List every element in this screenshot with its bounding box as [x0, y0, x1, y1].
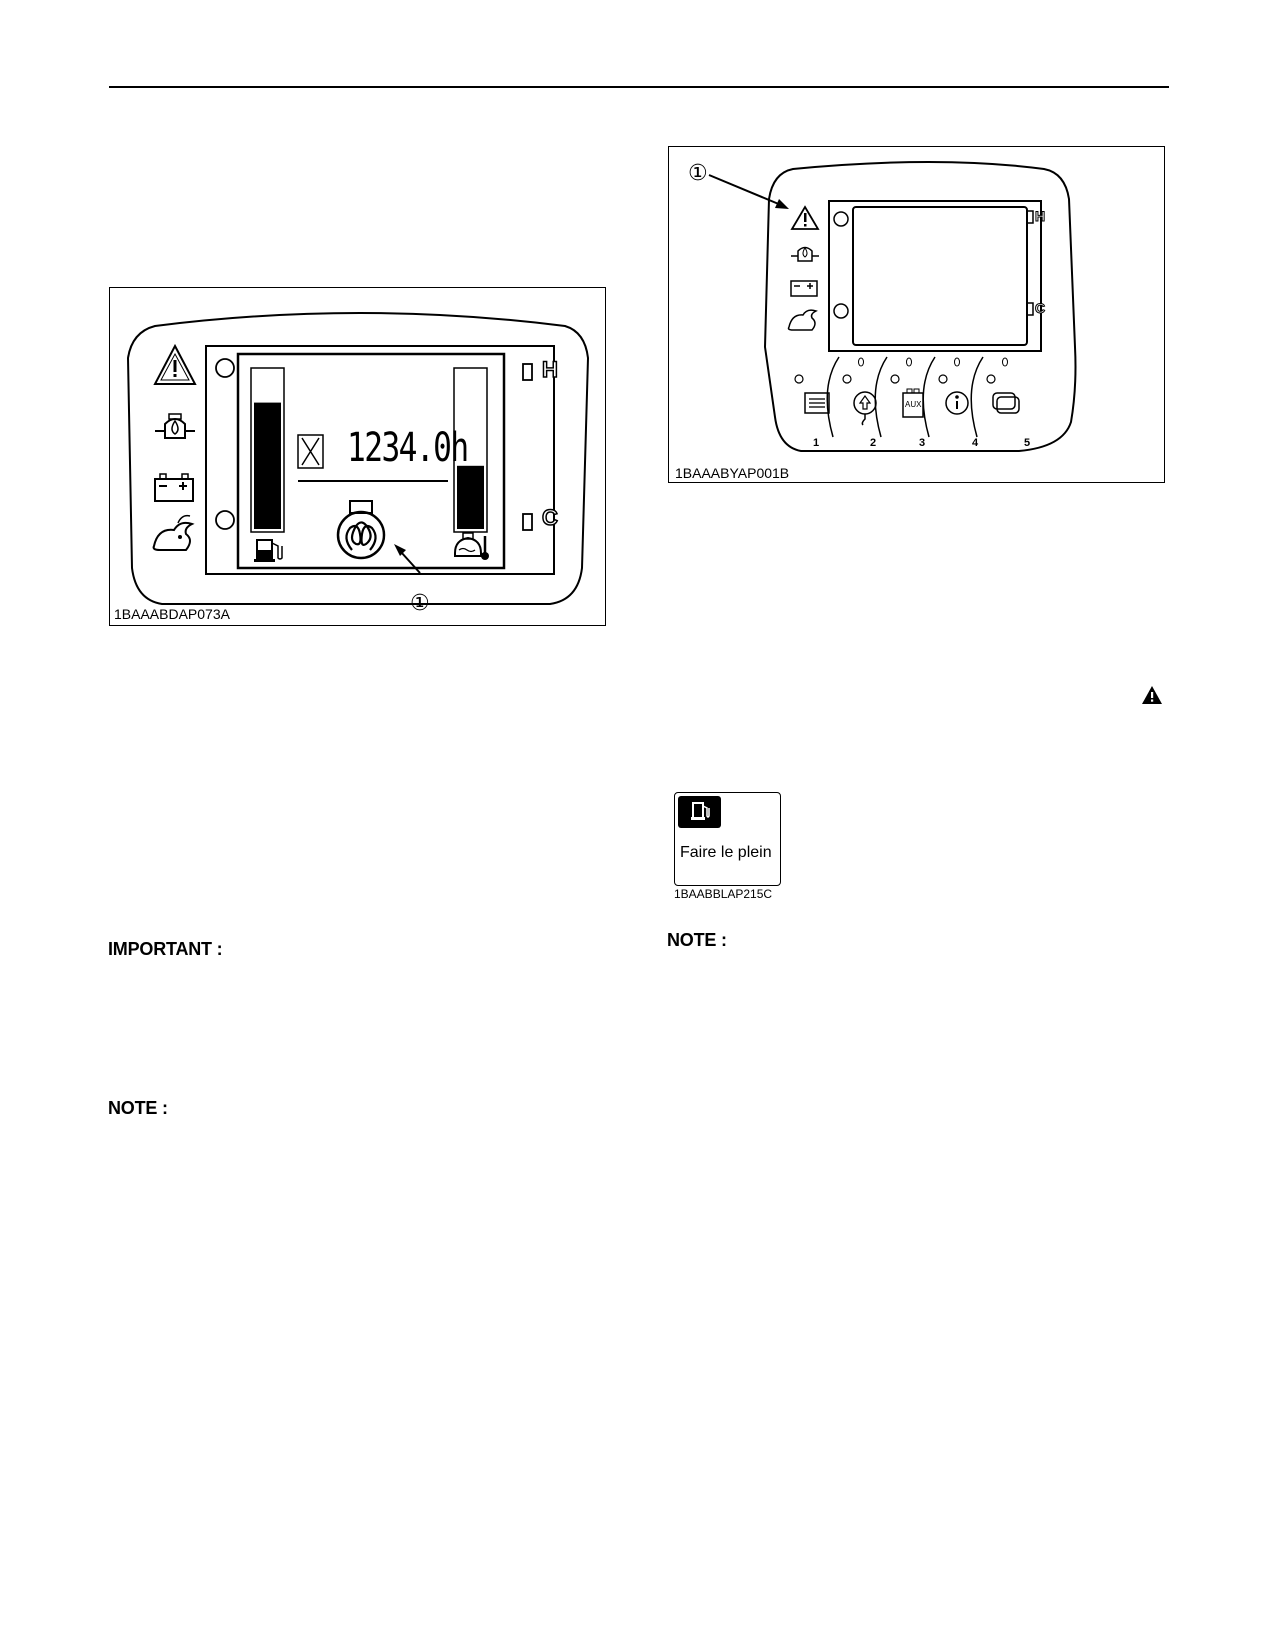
header-rule	[109, 86, 1169, 88]
rabbit-speed-icon	[787, 309, 818, 331]
button-number-4: 4	[972, 437, 979, 449]
oil-pressure-icon	[155, 413, 195, 439]
meter-panel-drawing-full	[708, 161, 1077, 452]
aux-icon	[902, 388, 924, 418]
gauge-label-c: C	[1034, 300, 1046, 317]
screen-switch-icon	[992, 392, 1020, 414]
fuel-message-code: 1BAABBLAP215C	[674, 887, 773, 901]
fuel-message-box: Faire le plein	[674, 792, 781, 886]
battery-charge-icon	[154, 473, 194, 502]
coolant-temperature-icon	[454, 532, 489, 560]
figure-meter-panel-glow: 1234.0h H C ① 1BAAABDAP073A	[109, 287, 606, 626]
battery-charge-icon	[790, 280, 818, 297]
fuel-pump-icon	[254, 539, 283, 562]
gauge-label-h: H	[541, 357, 558, 383]
note-heading-right: NOTE :	[667, 930, 727, 950]
fuel-pump-icon	[678, 796, 721, 828]
coolant-gauge-frame	[453, 367, 488, 533]
gauge-label-h: H	[1034, 208, 1046, 225]
aux-label: AUX	[905, 400, 922, 409]
fuel-message-label: Faire le plein	[680, 844, 772, 861]
figure-meter-panel-warning: AUX H C ① 1 2 3 4 5 1BAAABYAP001B	[668, 146, 1165, 483]
rabbit-speed-icon	[152, 514, 195, 551]
button-number-5: 5	[1024, 437, 1031, 449]
warning-triangle-icon	[153, 343, 197, 385]
menu-list-icon	[804, 392, 830, 414]
button-number-2: 2	[870, 437, 877, 449]
warning-triangle-icon	[1142, 686, 1162, 704]
meter-panel-drawing	[126, 312, 590, 605]
info-icon	[945, 391, 969, 415]
fuel-gauge-fill	[254, 402, 281, 529]
callout-number: ①	[688, 160, 708, 185]
important-heading: IMPORTANT :	[108, 939, 223, 959]
figure-code: 1BAAABDAP073A	[114, 606, 230, 622]
callout-number: ①	[410, 590, 430, 615]
crane-hook-icon	[853, 391, 877, 426]
gauge-label-c: C	[541, 505, 558, 531]
note-heading-left: NOTE :	[108, 1098, 168, 1118]
button-number-1: 1	[813, 437, 820, 449]
fuel-gauge-frame	[250, 367, 285, 533]
hourglass-icon	[297, 434, 324, 469]
button-number-3: 3	[919, 437, 926, 449]
coolant-gauge-fill	[457, 465, 484, 529]
oil-pressure-icon	[791, 246, 819, 262]
glow-plug-icon	[336, 500, 386, 560]
figure-code: 1BAAABYAP001B	[675, 465, 790, 481]
warning-triangle-icon	[790, 205, 820, 230]
hour-meter-value: 1234.0h	[347, 425, 469, 471]
